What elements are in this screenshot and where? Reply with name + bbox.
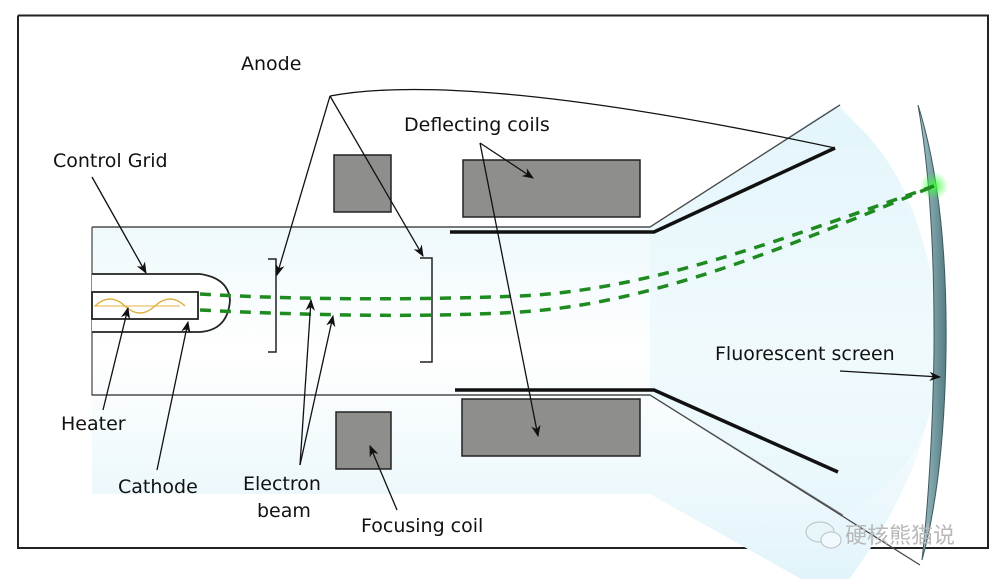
upper-anode-plate [450, 146, 836, 234]
label-focusing-coil: Focusing coil [361, 515, 483, 537]
label-electron-beam-line2: beam [257, 500, 311, 522]
label-cathode: Cathode [118, 476, 198, 498]
anode-leader-right [329, 95, 424, 258]
electron-beam-leader-2 [299, 314, 336, 466]
anode-bracket-curve [329, 88, 836, 149]
tube-funnel-fill [650, 105, 941, 515]
cathode-leader [156, 320, 191, 471]
lower-anode-plate [455, 388, 839, 474]
tube-top-edge [92, 104, 841, 228]
label-deflecting-coils: Deflecting coils [404, 114, 550, 136]
heater-wire [94, 298, 186, 314]
label-control-grid: Control Grid [53, 150, 168, 172]
frame-outline [17, 14, 989, 549]
focusing-coil-bottom [335, 411, 392, 470]
fluorescent-screen [917, 104, 947, 561]
label-anode: Anode [241, 53, 301, 75]
anode-bracket-right [420, 257, 433, 363]
electron-beam-upper [199, 184, 935, 301]
heater-leader [102, 306, 131, 411]
focusing-coil-leader [369, 444, 398, 511]
label-electron-beam-line1: Electron [243, 473, 321, 495]
deflecting-coil-bottom [461, 398, 641, 457]
label-fluorescent-screen: Fluorescent screen [715, 343, 895, 365]
label-heater: Heater [61, 413, 126, 435]
anode-bracket-left [268, 258, 277, 353]
tube-bottom-edge [92, 394, 921, 566]
watermark-text: 硬核熊猫说 [845, 524, 955, 549]
focusing-coil-top [333, 154, 392, 213]
control-grid-leader [91, 176, 147, 275]
electron-beam-leader-1 [299, 298, 315, 466]
deflecting-leader-top [479, 142, 534, 179]
anode-leader-left [275, 95, 331, 277]
fluorescent-screen-leader [839, 370, 942, 382]
wechat-icon [805, 521, 842, 549]
electron-beam-lower [199, 184, 935, 318]
deflecting-leader-bottom [479, 142, 541, 438]
